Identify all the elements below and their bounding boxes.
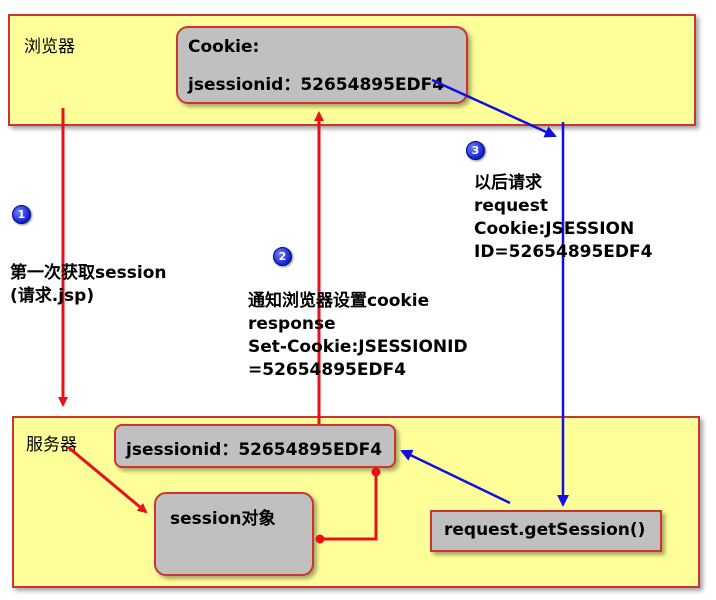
connector-start-dot bbox=[315, 534, 325, 544]
server-jsessionid-box: jsessionid：52654895EDF4 bbox=[114, 424, 396, 468]
getsession-to-jsessionid-arrow bbox=[400, 449, 511, 505]
step3-line: 以后请求 bbox=[474, 173, 542, 193]
request-getsession-box: request.getSession() bbox=[430, 510, 662, 552]
step3-note: 以后请求 request Cookie:JSESSION ID=52654895… bbox=[474, 172, 652, 264]
step2-note: 通知浏览器设置cookie response Set-Cookie:JSESSI… bbox=[248, 290, 468, 382]
server-label: 服务器 bbox=[26, 435, 77, 455]
step3-cookie-link bbox=[431, 78, 557, 138]
step3-line: request bbox=[474, 196, 548, 216]
server-jsessionid-text: jsessionid：52654895EDF4 bbox=[126, 440, 383, 460]
step2-line: Set-Cookie:JSESSIONID bbox=[248, 337, 468, 357]
session-jsessionid-connector bbox=[320, 472, 378, 541]
step2-line: 通知浏览器设置cookie bbox=[248, 291, 430, 311]
step1-line: (请求.jsp) bbox=[10, 286, 95, 306]
step1-badge: 1 bbox=[12, 205, 31, 224]
step3-line: Cookie:JSESSION bbox=[474, 219, 635, 239]
request-getsession-text: request.getSession() bbox=[444, 520, 646, 540]
step2-line: =52654895EDF4 bbox=[248, 360, 407, 380]
step1-note: 第一次获取session (请求.jsp) bbox=[10, 262, 167, 308]
step2-line: response bbox=[248, 314, 336, 334]
step3-badge: 3 bbox=[466, 141, 485, 160]
browser-label: 浏览器 bbox=[24, 37, 75, 57]
step2-badge: 2 bbox=[273, 247, 292, 266]
connector-end-dot bbox=[371, 467, 381, 477]
session-object-box: session对象 bbox=[154, 492, 314, 576]
browser-cookie-box: Cookie: jsessionid：52654895EDF4 bbox=[176, 26, 468, 104]
server-to-session-arrow bbox=[67, 445, 148, 514]
step3-line: ID=52654895EDF4 bbox=[474, 242, 653, 262]
cookie-heading: Cookie: bbox=[188, 37, 260, 57]
session-object-text: session对象 bbox=[170, 509, 276, 529]
cookie-jsessionid: jsessionid：52654895EDF4 bbox=[188, 75, 445, 95]
step1-line: 第一次获取session bbox=[10, 263, 167, 283]
